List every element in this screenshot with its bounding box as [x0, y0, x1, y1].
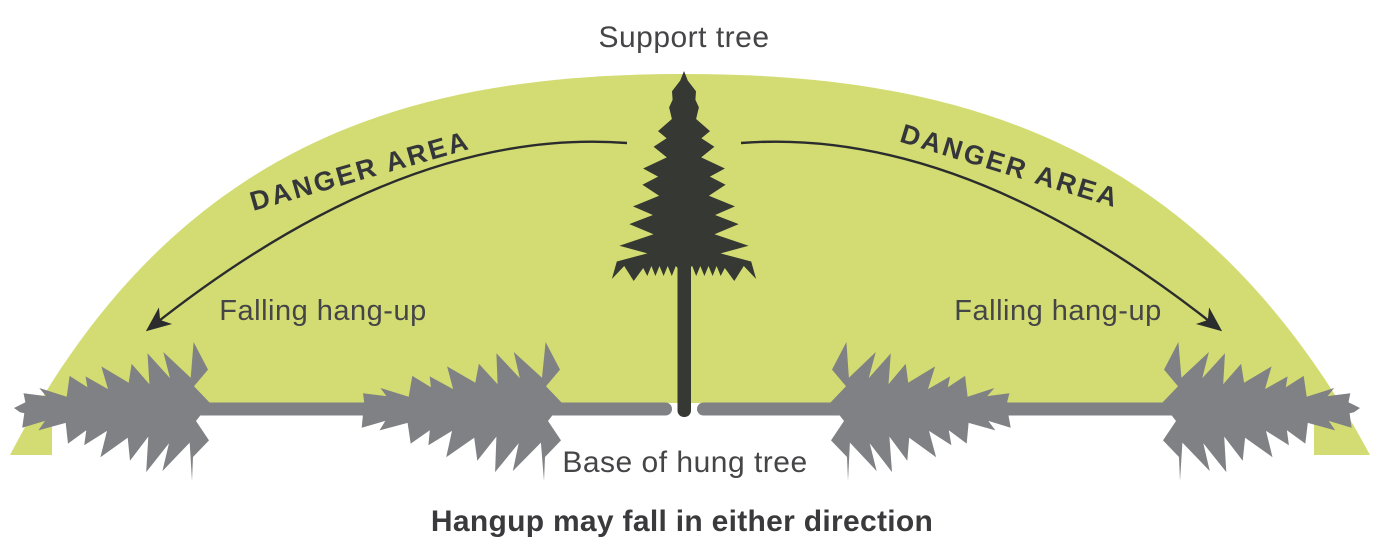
falling-hangup-label-right: Falling hang-up: [954, 295, 1161, 327]
danger-arrow-left: [145, 140, 628, 332]
support-tree-trunk: [677, 256, 691, 417]
support-tree-icon: [611, 71, 757, 281]
caption-text: Hangup may fall in either direction: [431, 505, 933, 538]
fallen-tree-crown-inner-right: [830, 342, 1018, 481]
fallen-tree-crown-outer-left: [14, 342, 210, 481]
support-tree-label: Support tree: [598, 21, 769, 54]
fallen-tree-crown-outer-right: [1162, 342, 1360, 481]
fallen-tree-crowns: [14, 342, 1360, 481]
falling-hangup-label-left: Falling hang-up: [219, 295, 426, 327]
base-of-hung-tree-label: Base of hung tree: [562, 446, 807, 479]
danger-arrow-right: [740, 140, 1223, 332]
fallen-tree-crown-inner-left: [352, 342, 562, 481]
support-tree-crown: [611, 71, 757, 281]
